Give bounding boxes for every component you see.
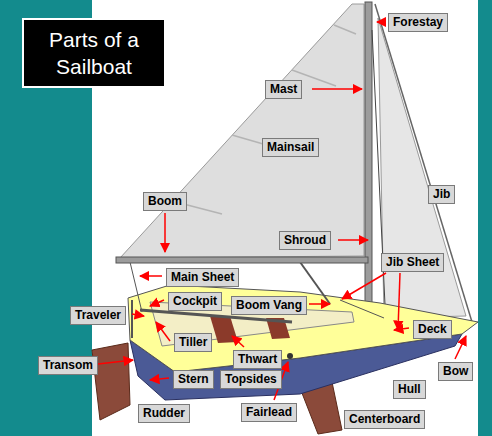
boom-spar: [116, 257, 368, 263]
part-label: Thwart: [233, 350, 282, 369]
part-name: Deck: [418, 322, 447, 337]
part-name: Boom: [148, 194, 182, 209]
part-name: Transom: [43, 358, 93, 373]
part-label: Deck: [413, 320, 452, 339]
deck-shape: [128, 285, 478, 372]
part-label: Mainsail: [262, 138, 319, 157]
part-label: Fairlead: [241, 403, 297, 422]
part-label: Cockpit: [168, 292, 222, 311]
part-label: Centerboard: [344, 410, 425, 429]
transom-edge: [131, 300, 133, 338]
part-label: Jib: [428, 185, 455, 204]
mast-spar: [365, 2, 372, 320]
part-name: Jib Sheet: [386, 255, 439, 270]
part-label: Tiller: [174, 333, 212, 352]
part-label: Traveler: [70, 306, 126, 325]
part-name: Mainsail: [267, 140, 314, 155]
title-text: Parts of a Sailboat: [30, 26, 158, 80]
part-name: Topsides: [225, 372, 277, 387]
part-name: Shroud: [284, 233, 326, 248]
part-name: Tiller: [179, 335, 207, 350]
part-label: Bow: [438, 362, 473, 381]
shroud-wire: [372, 30, 386, 326]
part-name: Main Sheet: [171, 270, 234, 285]
part-label: Transom: [38, 356, 98, 375]
part-label: Shroud: [279, 231, 331, 250]
part-name: Traveler: [75, 308, 121, 323]
part-label: Hull: [393, 380, 426, 399]
part-label: Topsides: [220, 370, 282, 389]
part-name: Boom Vang: [236, 298, 302, 313]
forestay-wire: [375, 4, 472, 322]
part-name: Jib: [433, 187, 450, 202]
part-label: Boom Vang: [231, 296, 307, 315]
main-sheet-line: [130, 262, 142, 312]
part-label: Stern: [173, 370, 214, 389]
thwart-plank: [210, 316, 238, 343]
rudder-shape: [92, 343, 130, 420]
part-name: Hull: [398, 382, 421, 397]
part-name: Fairlead: [246, 405, 292, 420]
fairlead-fitting: [287, 353, 293, 359]
sail-battens: [172, 25, 356, 214]
part-name: Mast: [270, 82, 297, 97]
part-label: Rudder: [138, 404, 190, 423]
part-name: Stern: [178, 372, 209, 387]
part-name: Bow: [443, 364, 468, 379]
part-label: Boom: [143, 192, 187, 211]
title-box: Parts of a Sailboat: [22, 18, 166, 88]
part-name: Rudder: [143, 406, 185, 421]
part-name: Centerboard: [349, 412, 420, 427]
jib-shape: [378, 18, 466, 318]
part-label: Forestay: [388, 13, 448, 32]
part-name: Forestay: [393, 15, 443, 30]
part-label: Mast: [265, 80, 302, 99]
part-name: Thwart: [238, 352, 277, 367]
part-name: Cockpit: [173, 294, 217, 309]
part-label: Main Sheet: [166, 268, 239, 287]
jib-sheet-line: [340, 300, 384, 318]
part-label: Jib Sheet: [381, 253, 444, 272]
